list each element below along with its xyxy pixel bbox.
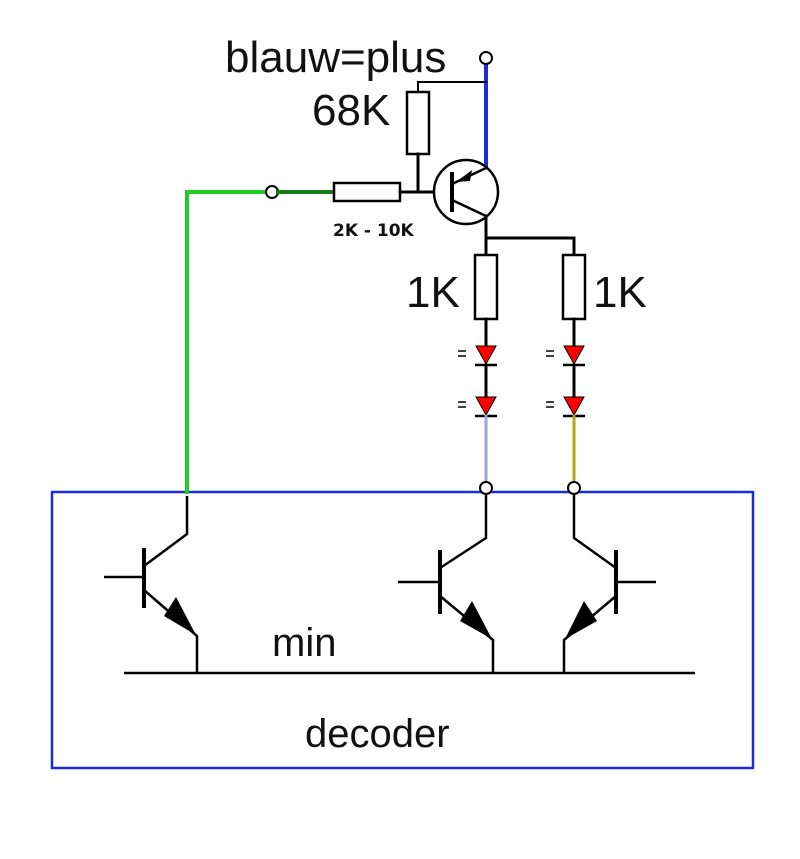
led-left-2-light-icon [458,401,466,408]
supply-terminal [479,51,493,65]
decoder-label: decoder [305,712,450,756]
signal-wire-light [185,190,268,494]
pullup-resistor-label: 68K [312,86,390,135]
led-right-1-light-icon [546,350,554,357]
led-left-1-light-icon [458,350,466,357]
branch-wire-right [484,236,576,257]
decoder-transistor-1 [104,496,199,673]
supply-label: blauw=plus [225,33,446,82]
led-left-1 [475,345,497,366]
decoder-transistor-3 [562,494,656,673]
led-resistor-left-label: 1K [406,268,460,317]
decoder-terminal-right [567,481,581,495]
pnp-transistor-arrow [456,170,472,182]
led-right-2-light-icon [546,401,554,408]
pullup-wire-top [417,81,487,93]
base-resistor [332,181,402,203]
led-left-2 [475,396,497,417]
pullup-resistor [405,90,431,156]
ground-rail-label: min [272,621,336,665]
led-right-1 [563,345,585,366]
base-resistor-label: 2K - 10K [333,221,415,241]
led-right-2 [563,396,585,417]
pnp-transistor-body [432,158,500,226]
decoder-box [50,490,755,770]
pnp-transistor-collector [451,198,487,218]
decoder-transistor-2 [398,494,495,673]
led-resistor-left [473,253,499,321]
led-resistor-right-label: 1K [593,268,647,317]
decoder-terminal-left [479,481,493,495]
led-resistor-right [561,253,587,321]
